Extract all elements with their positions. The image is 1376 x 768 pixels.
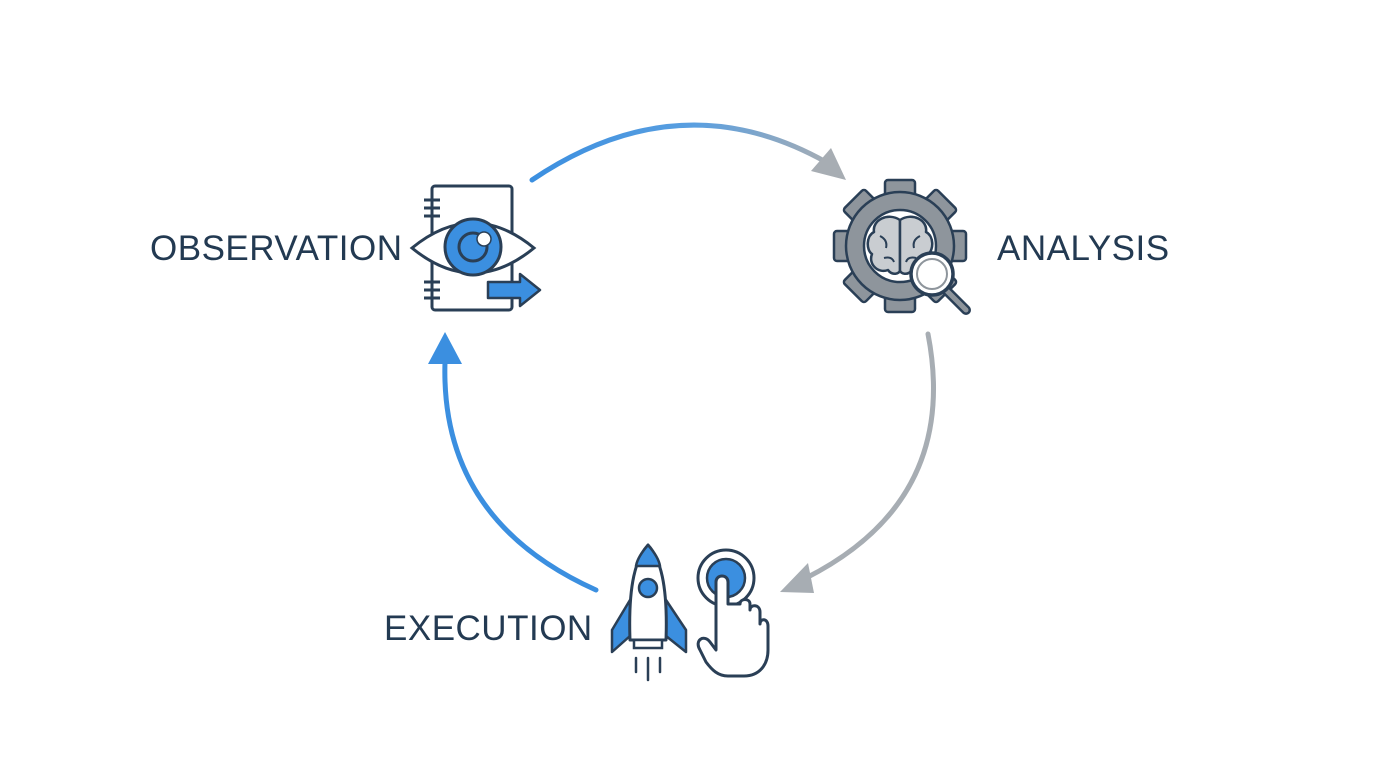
arrow-execution-to-observation: [428, 332, 599, 593]
eye-notebook-icon: [409, 184, 542, 312]
gear-brain-magnifier-icon: [832, 178, 971, 315]
arrow-analysis-to-execution: [780, 331, 936, 593]
stage-label-execution: EXECUTION: [384, 609, 593, 648]
rocket-icon: [610, 543, 688, 682]
stage-label-observation: OBSERVATION: [150, 229, 403, 268]
arrow-observation-to-analysis: [529, 122, 846, 183]
press-button-hand-icon: [696, 548, 770, 678]
stage-label-analysis: ANALYSIS: [997, 229, 1170, 268]
